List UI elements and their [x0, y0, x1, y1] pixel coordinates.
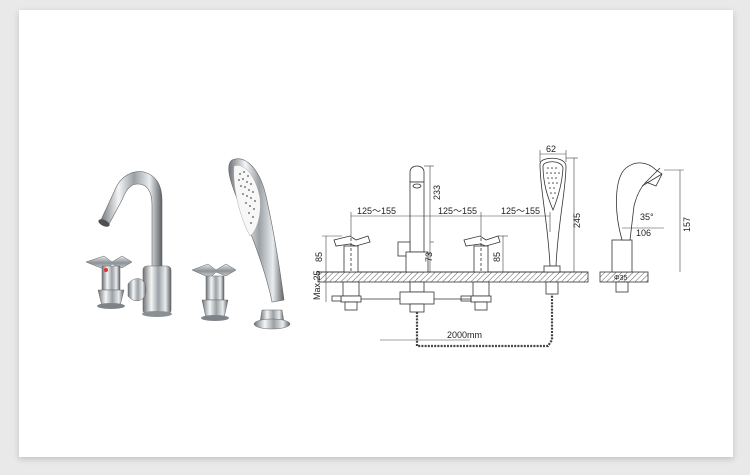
drawing-hand-shower	[539, 157, 567, 295]
dim-spout-height: 233	[432, 185, 442, 200]
spout-photo	[98, 171, 172, 317]
dim-handle-height-right: 85	[492, 252, 502, 262]
drawing-left-handle	[331, 235, 371, 311]
dim-shower-width: 62	[546, 144, 556, 154]
dim-spacing-3: 125～155	[501, 206, 540, 216]
drawing-side-view	[599, 162, 663, 293]
spray-nozzles	[238, 171, 256, 224]
technical-drawing	[317, 150, 684, 348]
dim-side-height: 157	[682, 217, 692, 232]
right-handle-photo	[191, 263, 237, 321]
dim-deck-thickness: Max.25	[312, 270, 322, 300]
drawing-nozzles	[546, 167, 560, 199]
dim-spout-base: 73	[424, 252, 434, 262]
left-handle-photo	[85, 255, 133, 309]
product-card	[19, 10, 733, 457]
dim-hose-length: 2000mm	[447, 330, 482, 340]
dim-side-angle: 35°	[640, 212, 654, 222]
drawing-right-handle	[460, 235, 501, 311]
dim-shower-height: 245	[572, 213, 582, 228]
dimension-labels: 125～155 125～155 125～155 233 73 85 85 Max…	[312, 144, 692, 340]
dim-side-base: Φ35	[614, 275, 627, 282]
dim-handle-height-left: 85	[314, 252, 324, 262]
dimension-lines	[322, 150, 684, 341]
drawing-hose	[415, 294, 554, 348]
dim-spacing-2: 125～155	[438, 206, 477, 216]
dim-side-reach: 106	[636, 228, 651, 238]
dim-spacing-1: 125～155	[357, 206, 396, 216]
hand-shower-photo	[228, 158, 291, 330]
drawing-spout	[397, 165, 435, 313]
deck-section	[317, 271, 589, 283]
